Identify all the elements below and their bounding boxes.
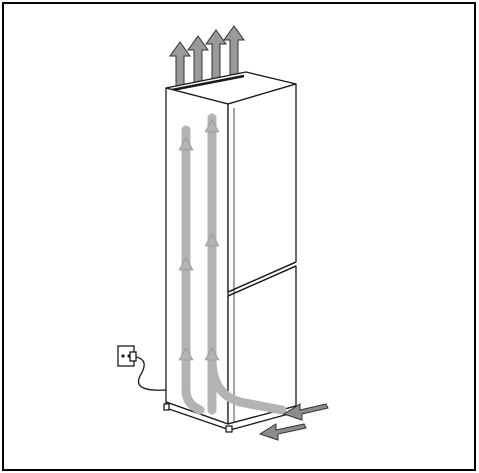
exhaust-arrow-2 [187, 35, 209, 85]
exhaust-arrow-1 [169, 41, 191, 89]
exhaust-arrow-3 [205, 29, 227, 81]
arrowhead-right-3 [204, 347, 220, 361]
door-gap [227, 261, 297, 297]
inlet-arrow-upper [282, 403, 329, 421]
socket-hole-left [121, 354, 125, 358]
power-cord-icon [135, 356, 167, 391]
airflow-bottom-curve-left [181, 385, 205, 415]
side-foot [163, 403, 170, 411]
airflow-bottom-curve-right [207, 355, 287, 415]
arrowhead-left-1 [178, 137, 194, 151]
airflow-inlet-arrows [258, 403, 329, 441]
inlet-arrow-lower [258, 423, 307, 441]
fridge-side-panel [165, 87, 229, 425]
arrowhead-right-1 [204, 119, 220, 133]
arrowhead-right-2 [204, 233, 220, 247]
fridge-door-upper [227, 83, 297, 293]
plug-head [129, 351, 137, 362]
internal-airflow-arrowheads [178, 119, 220, 361]
airflow-exhaust-arrows [169, 25, 245, 89]
arrowhead-left-2 [178, 257, 194, 271]
exhaust-arrow-4 [223, 25, 245, 77]
top-vent-slot [171, 74, 245, 92]
arrowhead-left-3 [178, 347, 194, 361]
power-connection [117, 345, 167, 391]
front-foot [225, 425, 233, 433]
